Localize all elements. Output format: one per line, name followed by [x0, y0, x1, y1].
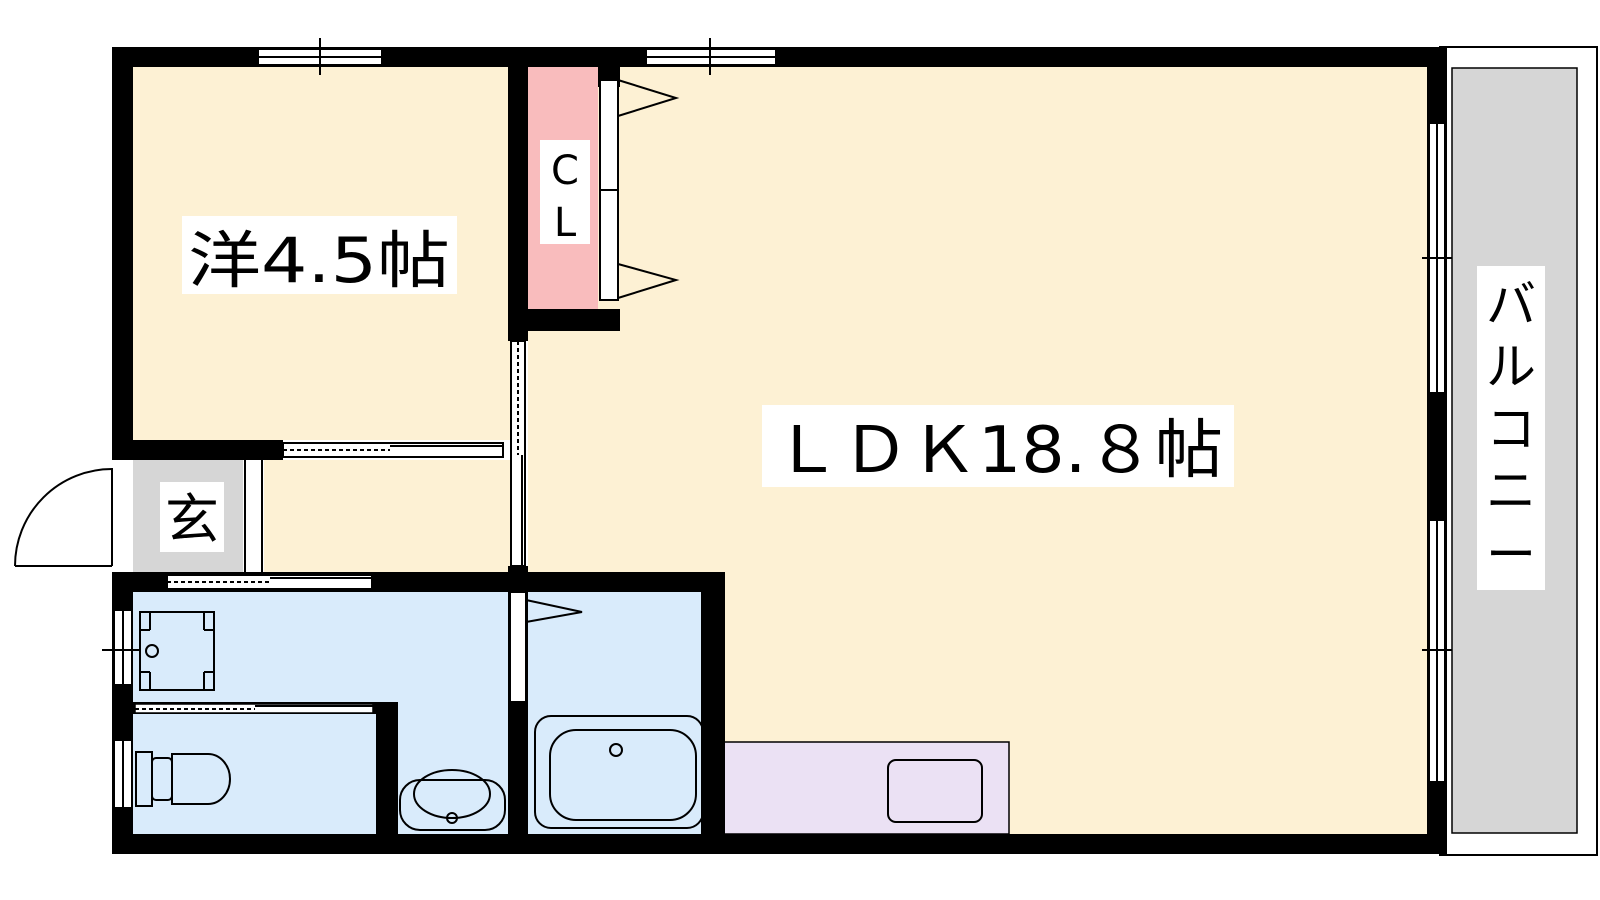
- washbasin: [399, 769, 506, 831]
- floor-bathroom: [528, 592, 701, 834]
- balcony-char-1: バ: [1486, 276, 1536, 334]
- closet-doors: [599, 79, 680, 301]
- sliding-door-western-room: [282, 442, 504, 458]
- wall-right-bottom: [1427, 782, 1447, 834]
- label-closet: C L: [540, 140, 590, 246]
- floor-hallway: [264, 460, 510, 572]
- entrance-label: 玄: [165, 488, 219, 551]
- bathtub: [534, 715, 704, 829]
- label-entrance: 玄: [160, 482, 224, 552]
- window-top-center: [645, 38, 777, 75]
- balcony-char-3: コ: [1486, 400, 1536, 458]
- wall-right-mid: [1427, 393, 1447, 520]
- sliding-door-washroom: [166, 574, 373, 590]
- balcony: バ ル コ ニ ー: [1439, 46, 1598, 856]
- entrance-door: [14, 460, 133, 572]
- label-western-room: 洋4.5帖: [182, 216, 457, 297]
- entrance-step: [244, 460, 263, 572]
- balcony-char-4: ニ: [1486, 462, 1536, 520]
- closet-label-line2: L: [554, 200, 577, 246]
- sliding-door-hall-to-ldk: [510, 340, 526, 567]
- balcony-char-2: ル: [1486, 338, 1536, 396]
- balcony-char-5: ー: [1486, 526, 1536, 584]
- ldk-label: ＬＤＫ18.８帖: [773, 414, 1223, 488]
- window-washroom: [102, 609, 140, 686]
- label-ldk: ＬＤＫ18.８帖: [762, 405, 1234, 488]
- kitchen-sink: [887, 759, 983, 823]
- balcony-label-bg: [1477, 266, 1545, 590]
- western-room-label: 洋4.5帖: [188, 224, 450, 297]
- bathroom-door: [509, 591, 583, 703]
- washing-machine-pan: [139, 611, 215, 691]
- closet-label-line1: C: [551, 148, 579, 194]
- kitchen-counter: [723, 741, 1010, 835]
- toilet-fixture: [135, 751, 231, 807]
- window-toilet: [113, 739, 133, 809]
- sliding-door-toilet: [134, 703, 374, 714]
- window-top-left: [257, 38, 383, 75]
